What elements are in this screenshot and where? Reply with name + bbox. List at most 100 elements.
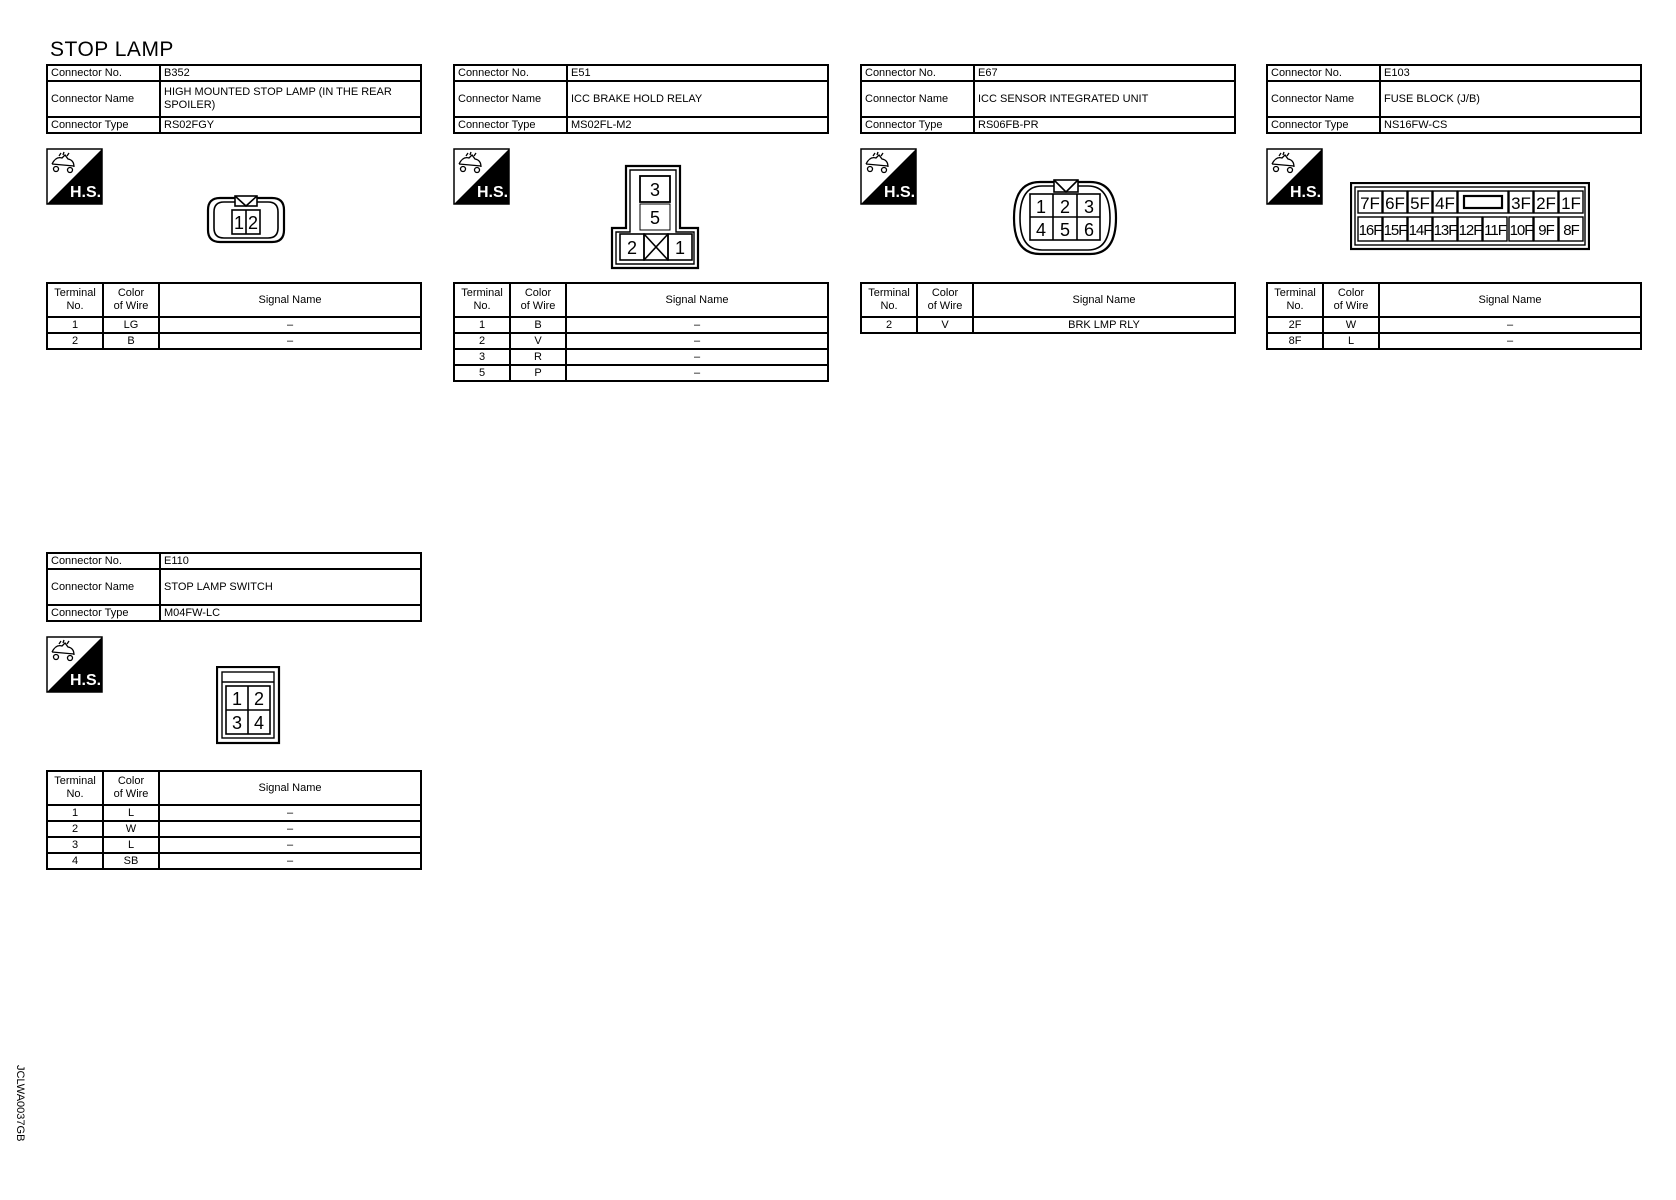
pin-label: 16F [1359,222,1383,239]
pin-label: 4 [1036,220,1046,240]
pin-label: 9F [1538,222,1554,239]
page-title: STOP LAMP [50,38,174,61]
pin-label: 3F [1511,194,1531,213]
connector-no-label: Connector No. [1266,64,1381,82]
harness-side-icon: H.S. [46,636,103,693]
signal-name-header: Signal Name [972,282,1236,318]
pin-label: 1 [1036,197,1046,217]
pin-label: 2 [254,689,264,709]
pin-label: 2 [248,213,258,233]
connector-type-value: M04FW-LC [159,604,422,622]
connector-type-label: Connector Type [860,116,975,134]
connector-name-value: HIGH MOUNTED STOP LAMP (IN THE REAR SPOI… [159,80,422,118]
harness-side-icon: H.S. [453,148,510,205]
pin-label: 5 [650,208,660,228]
connector-face-e110: 1 2 3 4 [216,666,281,745]
connector-name-label: Connector Name [46,568,161,606]
pin-label: 2 [1060,197,1070,217]
connector-type-label: Connector Type [453,116,568,134]
signal-name-header: Signal Name [158,282,422,318]
harness-side-icon: H.S. [860,148,917,205]
connector-type-value: MS02FL-M2 [566,116,829,134]
pin-label: 4F [1435,194,1455,213]
connector-no-label: Connector No. [46,64,161,82]
connector-face-e103: 7F 6F 5F 4F 3F 2F 1F 16F 15F 14F 13F 12F… [1350,182,1590,251]
pin-label: 5F [1410,194,1430,213]
pin-label: 1 [675,238,685,258]
pin-label: 5 [1060,220,1070,240]
connector-name-label: Connector Name [1266,80,1381,118]
pin-label: 3 [650,180,660,200]
pin-label: 3 [232,713,242,733]
connector-name-value: STOP LAMP SWITCH [159,568,422,606]
signal-name-header: Signal Name [565,282,829,318]
connector-name-label: Connector Name [860,80,975,118]
hs-label: H.S. [1290,184,1322,201]
harness-side-icon: H.S. [46,148,103,205]
pin-label: 6 [1084,220,1094,240]
hs-label: H.S. [884,184,916,201]
connector-no-label: Connector No. [46,552,161,570]
connector-no-value: E110 [159,552,422,570]
signal-name-header: Signal Name [1378,282,1642,318]
connector-no-value: B352 [159,64,422,82]
connector-name-value: ICC SENSOR INTEGRATED UNIT [973,80,1236,118]
connector-face-e67: 1 2 3 4 5 6 [1012,179,1118,256]
signal-name-header: Signal Name [158,770,422,806]
pin-label: 12F [1459,222,1483,239]
connector-name-label: Connector Name [46,80,161,118]
connector-no-label: Connector No. [453,64,568,82]
hs-label: H.S. [70,184,102,201]
pin-label: 13F [1434,222,1458,239]
pin-label: 1 [232,689,242,709]
pin-label: 2 [627,238,637,258]
connector-no-value: E103 [1379,64,1642,82]
connector-type-value: NS16FW-CS [1379,116,1642,134]
pin-label: 1 [234,213,244,233]
connector-type-value: RS06FB-PR [973,116,1236,134]
pin-label: 1F [1561,194,1581,213]
connector-no-value: E51 [566,64,829,82]
connector-type-label: Connector Type [1266,116,1381,134]
connector-type-label: Connector Type [46,116,161,134]
pin-label: 15F [1384,222,1408,239]
hs-label: H.S. [70,672,102,689]
connector-face-b352: 1 2 [206,195,286,244]
pin-label: 7F [1360,194,1380,213]
connector-type-label: Connector Type [46,604,161,622]
connector-name-value: ICC BRAKE HOLD RELAY [566,80,829,118]
connector-name-value: FUSE BLOCK (J/B) [1379,80,1642,118]
